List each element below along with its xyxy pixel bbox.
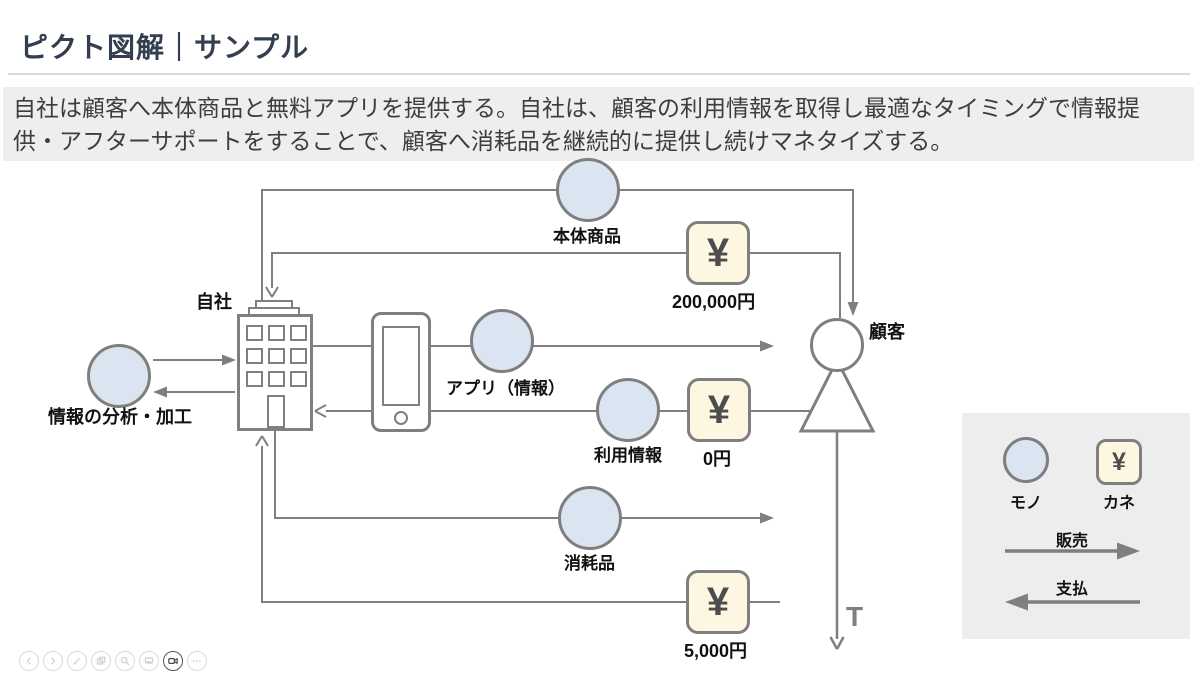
smartphone-screen	[382, 326, 420, 406]
main-product-circle	[556, 158, 620, 222]
show-all-slides-icon[interactable]	[91, 651, 111, 671]
legend-mono-label: モノ	[1010, 495, 1043, 512]
building-window	[268, 371, 285, 387]
display-settings-icon[interactable]	[139, 651, 159, 671]
company-label: 自社	[196, 292, 232, 312]
more-options-icon[interactable]	[187, 651, 207, 671]
usage-price-label: 0円	[703, 449, 732, 469]
legend-pay-arrow	[1005, 593, 1140, 611]
legend-sell-label: 販売	[1056, 533, 1089, 550]
main-product-money-icon: ¥	[686, 221, 750, 285]
summary-box: 自社は顧客へ本体商品と無料アプリを提供する。自社は、顧客の利用情報を取得し最適な…	[3, 87, 1194, 161]
legend-kane-icon: ¥	[1096, 439, 1142, 485]
app-circle	[470, 309, 534, 373]
smartphone-icon	[371, 312, 431, 432]
main-product-price-label: 200,000円	[672, 292, 756, 312]
building-window	[246, 348, 263, 364]
consumable-price-label: 5,000円	[684, 641, 748, 661]
flow-analysis-in	[153, 386, 235, 398]
analysis-circle	[87, 344, 151, 408]
timeline-arrow	[829, 431, 845, 650]
usage-money-icon: ¥	[687, 378, 751, 442]
yen-symbol: ¥	[706, 579, 730, 624]
customer-label: 顧客	[869, 322, 905, 342]
main-product-label: 本体商品	[553, 227, 621, 246]
legend-mono-icon	[1003, 437, 1049, 483]
flow-main-product-payment	[265, 252, 841, 318]
pen-icon[interactable]	[67, 651, 87, 671]
building-window	[290, 348, 307, 364]
zoom-icon[interactable]	[115, 651, 135, 671]
camera-icon[interactable]	[163, 651, 183, 671]
yen-symbol: ¥	[1112, 447, 1126, 476]
consumable-label: 消耗品	[564, 554, 615, 573]
flow-analysis-out	[153, 354, 236, 366]
legend-kane-label: カネ	[1103, 495, 1136, 512]
building-window	[268, 325, 285, 341]
company-building-icon	[237, 314, 313, 431]
legend-sell-arrow	[1005, 542, 1140, 560]
flow-consumable-payment	[255, 435, 780, 603]
building-door	[267, 395, 285, 428]
title-divider	[8, 73, 1190, 75]
building-window	[290, 371, 307, 387]
yen-symbol: ¥	[706, 230, 730, 275]
flow-consumable-sale	[274, 431, 774, 524]
consumable-circle	[558, 486, 622, 550]
page-title: ピクト図解｜サンプル	[20, 32, 310, 63]
building-window	[246, 371, 263, 387]
building-window	[246, 325, 263, 341]
next-slide-icon[interactable]	[43, 651, 63, 671]
yen-symbol: ¥	[707, 387, 731, 432]
smartphone-home-button	[394, 411, 408, 425]
consumable-money-icon: ¥	[686, 570, 750, 634]
usage-info-label: 利用情報	[594, 446, 662, 465]
timeline-label: T	[846, 601, 864, 632]
app-label: アプリ（情報）	[446, 379, 565, 398]
customer-body	[798, 356, 876, 433]
customer-head	[810, 318, 864, 372]
previous-slide-icon[interactable]	[19, 651, 39, 671]
summary-text: 自社は顧客へ本体商品と無料アプリを提供する。自社は、顧客の利用情報を取得し最適な…	[13, 95, 1140, 154]
building-window	[268, 348, 285, 364]
building-window	[290, 325, 307, 341]
legend-pay-label: 支払	[1056, 581, 1089, 598]
analysis-label: 情報の分析・加工	[48, 407, 192, 427]
usage-info-circle	[596, 378, 660, 442]
